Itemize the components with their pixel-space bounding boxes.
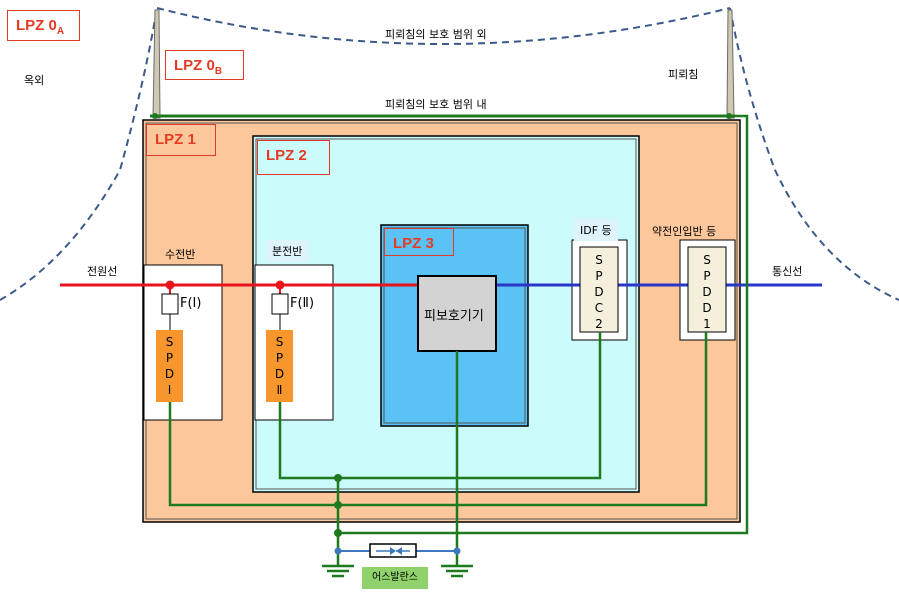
spd1-char-4: Ⅰ	[167, 383, 172, 397]
lpz0a-label: LPZ 0A	[7, 10, 80, 41]
spd2-label: S P D Ⅱ	[266, 334, 293, 398]
lpz3-label: LPZ 3	[384, 228, 454, 256]
lpz0b-subscript: B	[214, 66, 223, 77]
spd2-char-1: S	[275, 335, 284, 349]
distribution-panel-label: 분전반	[266, 240, 309, 262]
earth-balance-label: 어스발란스	[362, 567, 428, 589]
fuse-2-box	[271, 293, 289, 315]
weak-current-panel-label: 약전인입반 등	[652, 225, 717, 238]
ground-symbol-right	[441, 564, 473, 578]
lpz0a-text: LPZ 0	[16, 17, 57, 34]
outside-range-label: 피뢰침의 보호 범위 외	[385, 28, 487, 41]
lpz3-inner-border	[383, 227, 526, 424]
ground-wire-rod-right	[338, 114, 749, 535]
fuse-2-label: F(Ⅱ)	[290, 296, 315, 311]
receiving-panel-label: 수전반	[165, 248, 196, 261]
spdd1-label: S P D D 1	[688, 252, 726, 332]
spdd1-char-5: 1	[703, 317, 711, 331]
spd2-char-3: D	[274, 367, 285, 381]
protected-device-label: 피보호기기	[424, 309, 484, 324]
spd2-char-4: Ⅱ	[276, 383, 283, 397]
lpz2-label: LPZ 2	[257, 140, 330, 175]
spdc2-char-3: D	[594, 285, 604, 299]
spdc2-char-4: C	[594, 301, 604, 315]
ground-wire-spd2	[278, 332, 602, 480]
spd1-char-2: P	[165, 351, 174, 365]
fuse-1-label: F(Ⅰ)	[180, 296, 202, 311]
fuse-1-box	[161, 293, 179, 315]
roof-junction-right	[726, 113, 732, 119]
protection-range-arc-top	[156, 7, 731, 45]
spd1-body	[156, 330, 183, 402]
earth-balance-arrowhead-2	[396, 547, 402, 555]
protection-range-arc-left	[0, 7, 158, 301]
spdd1-char-3: D	[702, 285, 712, 299]
lpz0b-text: LPZ 0	[174, 57, 215, 74]
spd2-body	[266, 330, 293, 402]
lightning-rod-left	[152, 9, 161, 119]
ground-junction-2	[334, 501, 342, 509]
spd1-char-1: S	[165, 335, 174, 349]
outdoor-label: 옥외	[24, 74, 45, 87]
ground-wire-spd1	[168, 332, 708, 507]
spdc2-char-1: S	[595, 253, 603, 267]
protection-range-arc-right	[729, 7, 899, 301]
spdc2-body	[579, 246, 619, 333]
inside-range-label: 피뢰침의 보호 범위 내	[385, 98, 487, 111]
spd1-label: S P D Ⅰ	[156, 334, 183, 398]
roof-junction-left	[152, 113, 158, 119]
spdc2-char-5: 2	[595, 317, 603, 331]
lightning-rod-right	[726, 9, 735, 119]
ground-symbol-left	[322, 564, 354, 578]
earth-balance-end-right	[453, 547, 461, 555]
spdd1-char-2: P	[703, 269, 711, 283]
earth-balance-end-left	[334, 547, 342, 555]
ground-junction-3	[334, 529, 342, 537]
earth-balance-arrowhead-1	[390, 547, 396, 555]
spdd1-char-1: S	[703, 253, 711, 267]
lpz0b-label: LPZ 0B	[165, 50, 244, 80]
spdc2-char-2: P	[595, 269, 603, 283]
spd1-char-3: D	[164, 367, 175, 381]
lpz0a-subscript: A	[56, 26, 65, 37]
ground-wiring	[168, 114, 749, 565]
idf-label: IDF 등	[574, 219, 618, 241]
power-line-label: 전원선	[87, 265, 118, 278]
ground-junction-1	[334, 474, 342, 482]
lightning-rod-label: 피뢰침	[668, 68, 699, 81]
lpz1-label: LPZ 1	[146, 124, 216, 156]
spd2-char-2: P	[275, 351, 284, 365]
protected-device-body	[417, 275, 497, 352]
spdc2-label: S P D C 2	[580, 252, 618, 332]
spdd1-char-4: D	[702, 301, 712, 315]
comm-line-label: 통신선	[772, 265, 803, 278]
